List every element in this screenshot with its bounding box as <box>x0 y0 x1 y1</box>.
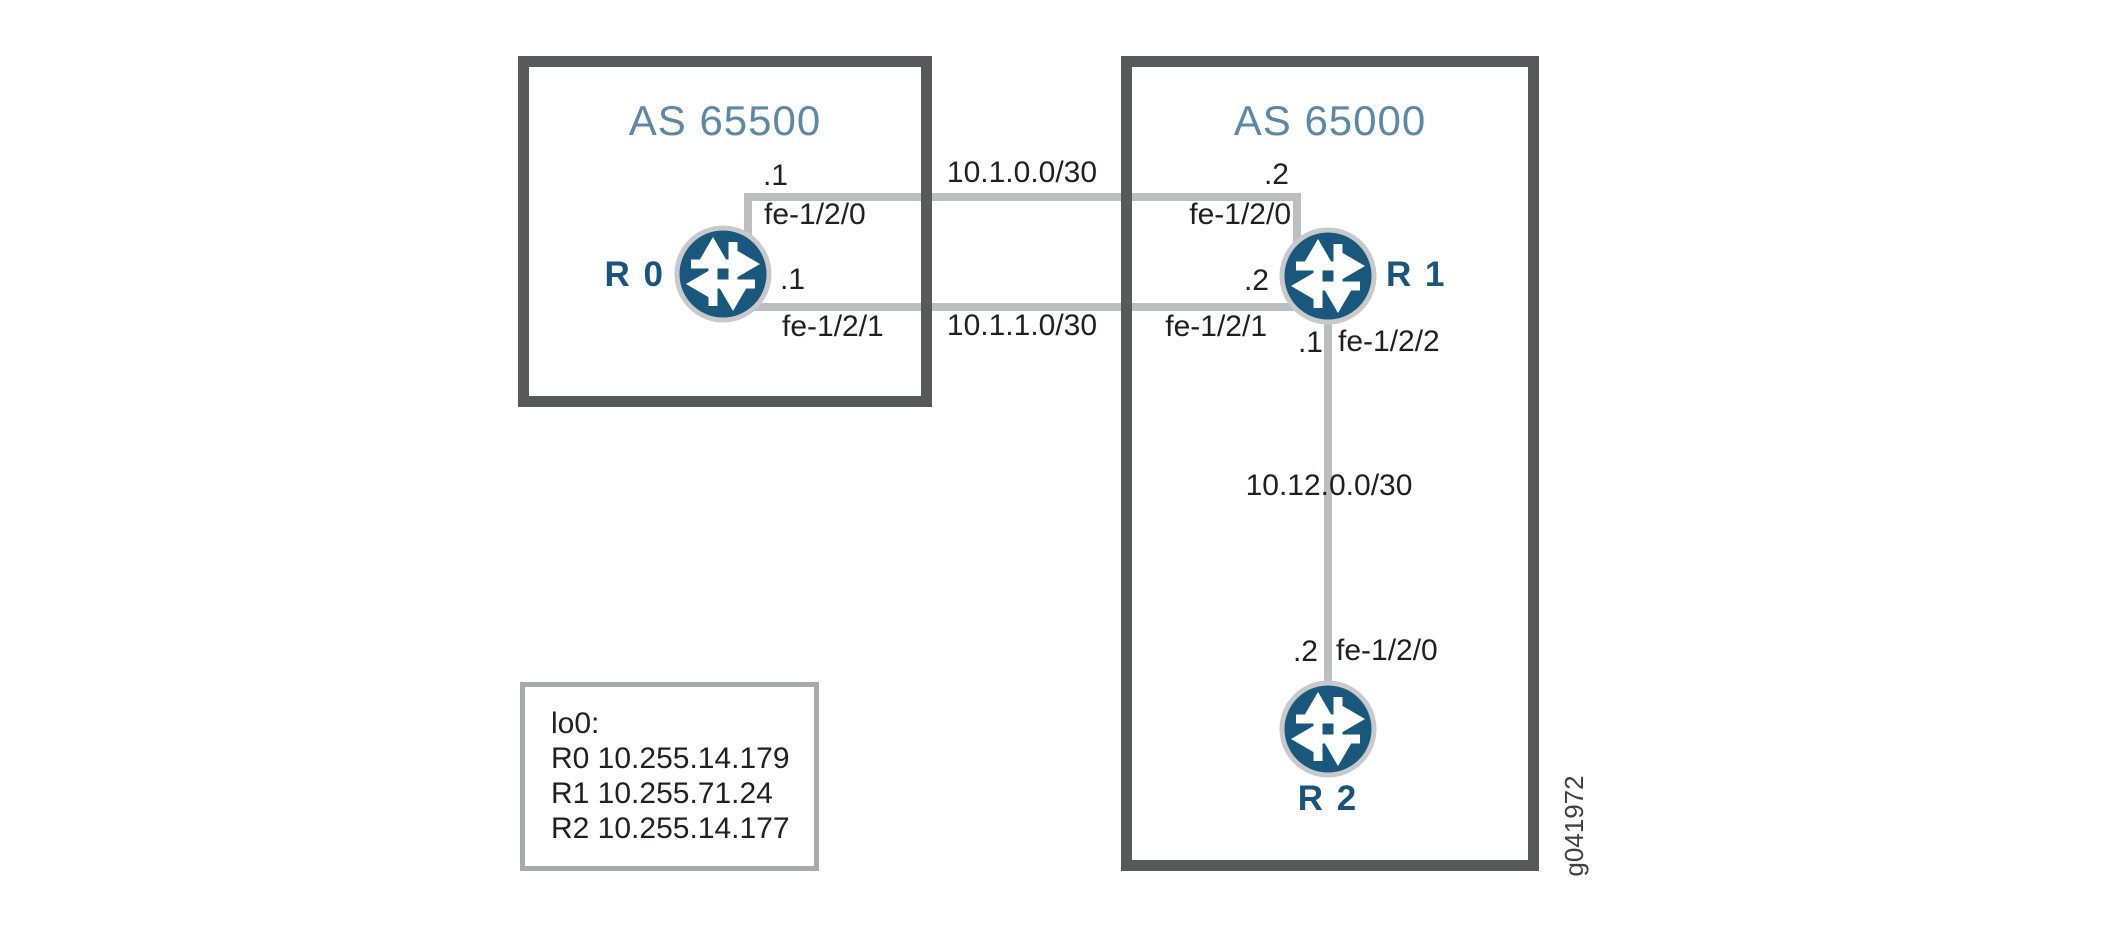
link3-r2-interface: fe-1/2/0 <box>1336 634 1438 667</box>
legend-entry-r1: R1 10.255.71.24 <box>551 777 773 810</box>
as-box-65500 <box>518 56 932 407</box>
legend-title: lo0: <box>551 707 600 740</box>
link3-r2-address: .2 <box>1292 635 1318 668</box>
link1-r1-address: .2 <box>1263 158 1289 191</box>
figure-id: g041972 <box>1559 775 1589 877</box>
router-icon-r1 <box>1279 227 1377 325</box>
link1-r0-interface: fe-1/2/0 <box>764 198 866 231</box>
link2-subnet: 10.1.1.0/30 <box>946 309 1098 342</box>
link2-r0-address: .1 <box>780 263 806 296</box>
as-65000-label: AS 65000 <box>1233 97 1427 144</box>
link1-r1-interface: fe-1/2/0 <box>1189 198 1291 231</box>
link1-r0-address: .1 <box>762 159 788 192</box>
legend-entry-r0: R0 10.255.14.179 <box>551 742 790 775</box>
link2-r1-address: .2 <box>1243 264 1269 297</box>
legend-entry-r2: R2 10.255.14.177 <box>551 812 790 845</box>
link1-subnet: 10.1.0.0/30 <box>946 156 1098 189</box>
link-10-1-0-0-line <box>744 193 1301 250</box>
link3-r1-interface: fe-1/2/2 <box>1338 325 1440 358</box>
router-label-r2: R 2 <box>1297 779 1359 818</box>
router-label-r1: R 1 <box>1386 255 1447 294</box>
router-label-r0: R 0 <box>604 255 665 294</box>
router-icon-r0 <box>674 225 772 323</box>
as-65500-label: AS 65500 <box>628 97 822 144</box>
link3-r1-address: .1 <box>1297 326 1323 359</box>
link3-subnet: 10.12.0.0/30 <box>1245 469 1413 502</box>
link2-r0-interface: fe-1/2/1 <box>782 310 884 343</box>
link2-r1-interface: fe-1/2/1 <box>1165 310 1267 343</box>
router-icon-r2 <box>1279 680 1377 778</box>
as-box-65000 <box>1121 56 1539 871</box>
loopback-legend-box: lo0: R0 10.255.14.179 R1 10.255.71.24 R2… <box>520 682 819 871</box>
